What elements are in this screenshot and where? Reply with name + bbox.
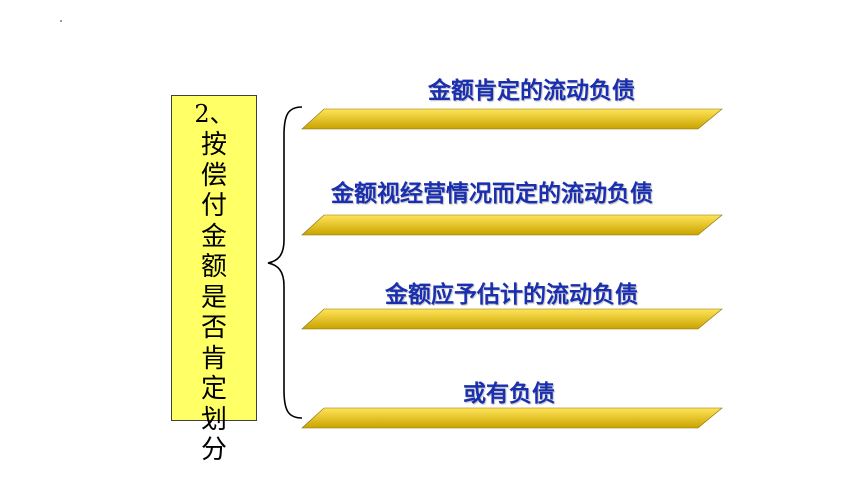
item-label-4: 或有负债 xyxy=(463,380,555,407)
box-vertical-text: 按 偿 付 金 额 是 否 肯 定 划 分 xyxy=(201,130,227,466)
box-char: 金 xyxy=(200,221,227,252)
corner-dot xyxy=(60,20,62,22)
box-char: 否 xyxy=(200,313,227,343)
box-char: 划 xyxy=(200,404,227,435)
box-char: 按 xyxy=(200,130,227,160)
item-label-3: 金额应予估计的流动负债 xyxy=(385,281,638,308)
item-label-1: 金额肯定的流动负债 xyxy=(428,77,635,104)
box-char: 定 xyxy=(200,374,227,404)
box-heading: 2、 xyxy=(194,100,234,128)
item-bar-4 xyxy=(301,407,723,429)
box-char: 额 xyxy=(200,252,227,282)
box-char: 分 xyxy=(200,435,227,465)
box-char: 付 xyxy=(200,191,227,221)
classification-box: 2、 按 偿 付 金 额 是 否 肯 定 划 分 xyxy=(171,95,257,465)
item-bar-3 xyxy=(301,308,723,330)
item-bar-2 xyxy=(301,214,723,236)
box-char: 肯 xyxy=(200,343,227,374)
item-bar-1 xyxy=(301,108,723,130)
box-char: 偿 xyxy=(200,160,227,191)
box-char: 是 xyxy=(200,282,227,313)
item-label-2: 金额视经营情况而定的流动负债 xyxy=(331,180,653,207)
curly-brace xyxy=(267,106,303,419)
